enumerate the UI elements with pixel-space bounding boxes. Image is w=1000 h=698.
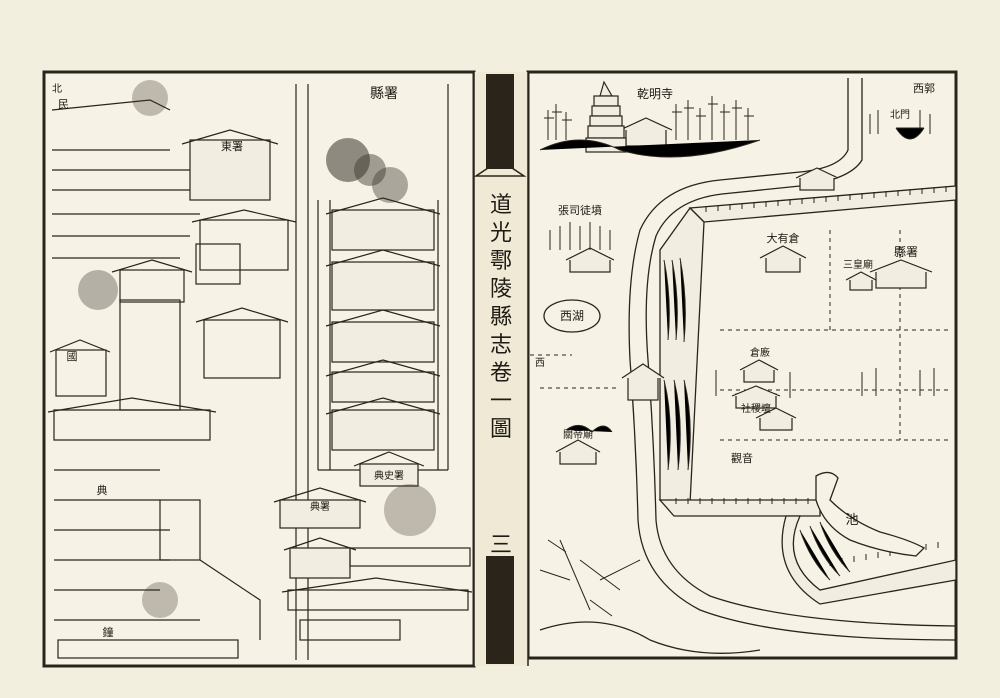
label-three-halls: 三皇廟 [843, 258, 873, 271]
title-char: 一 [490, 389, 512, 414]
label-yamen-left: 縣署 [370, 86, 398, 102]
pond [815, 471, 926, 557]
label-altar: 社稷壇 [741, 402, 771, 415]
city-wall [658, 185, 957, 605]
label-north-gate: 北門 [890, 109, 910, 121]
section-char: 圖 [490, 417, 512, 442]
title-char: 縣 [490, 305, 512, 330]
label-left-hall: 國 [67, 350, 78, 363]
title-char: 光 [490, 221, 512, 246]
label-lake: 西湖 [560, 308, 584, 323]
title-char: 志 [490, 333, 512, 358]
label-tomb: 張司徒墳 [558, 203, 602, 217]
fish-tail-top [486, 74, 514, 169]
label-guanyin: 觀音 [731, 451, 753, 465]
label-granary-store: 倉廒 [750, 346, 770, 359]
label-yamen-right: 縣署 [894, 245, 918, 259]
label-temple: 乾明寺 [637, 87, 673, 101]
label-west: 西 [535, 358, 545, 369]
title-char: 陵 [490, 277, 512, 302]
label-corner: 西郭 [913, 82, 935, 95]
label-pond: 池 [845, 513, 858, 528]
label-guandi: 關帝廟 [563, 428, 593, 441]
label-hall-east: 東署 [221, 140, 243, 153]
left-compound [47, 84, 473, 660]
label-gate-tablet: 典史署 [374, 469, 404, 482]
label-north: 北 [52, 83, 62, 95]
label-lower-left: 典 [97, 483, 108, 497]
title-char: 卷 [490, 361, 512, 386]
fish-tail-bottom [486, 556, 514, 664]
left-trees [78, 80, 436, 618]
label-partial: 民 [58, 98, 69, 111]
west-lake [543, 299, 601, 333]
title-char: 道 [490, 193, 512, 218]
label-small-hall: 典署 [310, 500, 330, 513]
right-trees [539, 96, 935, 617]
label-bottom-left: 鐘 [103, 625, 114, 639]
spine-column [473, 72, 529, 666]
page-number: 三 [490, 533, 512, 558]
right-page-frame [526, 70, 958, 660]
label-granary: 大有倉 [767, 231, 800, 245]
pagoda [585, 80, 627, 153]
title-char: 鄠 [490, 249, 512, 274]
